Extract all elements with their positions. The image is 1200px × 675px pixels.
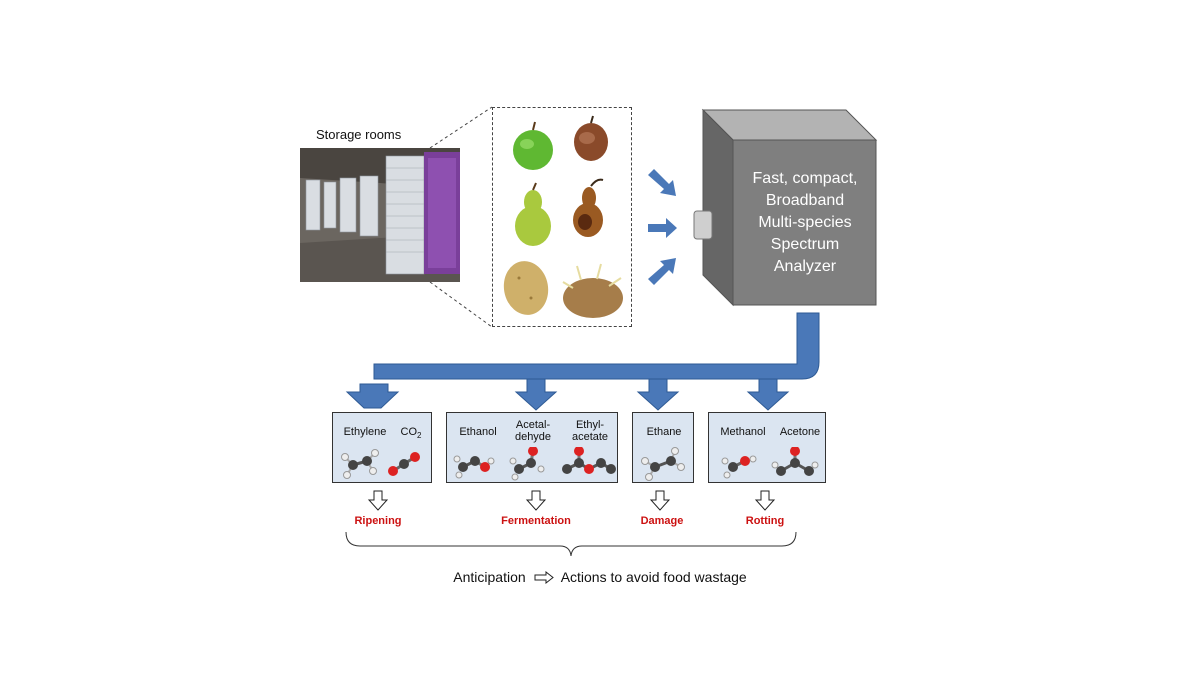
process-label-damage: Damage bbox=[622, 515, 702, 527]
gas-label-co2: CO2 bbox=[395, 426, 427, 442]
zoom-line-bottom bbox=[430, 282, 492, 327]
acetone-molecule-icon bbox=[772, 447, 818, 476]
produce-samples-box bbox=[492, 107, 632, 327]
analyzer-line: Fast, compact, bbox=[736, 168, 874, 190]
gas-label-methanol: Methanol bbox=[712, 426, 774, 438]
molecule-models bbox=[709, 447, 825, 481]
co2-molecule-icon bbox=[388, 452, 420, 476]
rotten-apple-icon bbox=[574, 116, 608, 161]
analyzer-line: Broadband bbox=[736, 190, 874, 212]
analyzer-line: Multi-species bbox=[736, 212, 874, 234]
zoom-line-top bbox=[430, 107, 492, 148]
arrow-right bbox=[648, 218, 677, 238]
fresh-apple-icon bbox=[513, 122, 553, 170]
down-arrow-rotting bbox=[756, 491, 774, 510]
molecule-models bbox=[447, 447, 617, 481]
analyzer-label: Fast, compact, Broadband Multi-species S… bbox=[736, 168, 874, 278]
ethane-molecule-icon bbox=[642, 448, 685, 481]
ethylene-molecule-icon bbox=[342, 450, 379, 479]
process-label-rotting: Rotting bbox=[725, 515, 805, 527]
fresh-potato-icon bbox=[500, 258, 553, 319]
analyzer-line: Analyzer bbox=[736, 256, 874, 278]
fresh-pear-icon bbox=[515, 183, 551, 246]
methanol-molecule-icon bbox=[722, 456, 756, 478]
down-arrow-ripening bbox=[369, 491, 387, 510]
process-label-ripening: Ripening bbox=[338, 515, 418, 527]
actions-text: Actions to avoid food wastage bbox=[561, 569, 747, 585]
process-arrows bbox=[369, 491, 774, 510]
conclusion-line: Anticipation Actions to avoid food wasta… bbox=[400, 569, 800, 585]
gas-label-acetaldehyde: Acetal-dehyde bbox=[507, 419, 559, 443]
gas-label-ethylacetate: Ethyl-acetate bbox=[563, 419, 617, 443]
acetaldehyde-molecule-icon bbox=[510, 447, 544, 480]
gas-label-ethanol: Ethanol bbox=[451, 426, 505, 438]
arrow-down-right bbox=[648, 169, 676, 196]
storage-room-photo bbox=[300, 148, 460, 282]
gas-group-damage: Ethane bbox=[632, 412, 694, 483]
gas-label-ethane: Ethane bbox=[635, 426, 693, 438]
sprouted-potato-icon bbox=[563, 264, 623, 318]
arrow-up-right bbox=[648, 258, 676, 285]
ethanol-molecule-icon bbox=[454, 456, 494, 478]
gas-label-ethylene: Ethylene bbox=[337, 426, 393, 438]
gas-group-ripening: Ethylene CO2 bbox=[332, 412, 432, 483]
molecule-models bbox=[633, 447, 693, 481]
grouping-brace bbox=[346, 532, 796, 556]
anticipation-text: Anticipation bbox=[453, 569, 525, 585]
down-arrow-damage bbox=[651, 491, 669, 510]
gas-group-fermentation: Ethanol Acetal-dehyde Ethyl-acetate bbox=[446, 412, 618, 483]
process-label-fermentation: Fermentation bbox=[486, 515, 586, 527]
ethylacetate-molecule-icon bbox=[562, 447, 616, 474]
molecule-models bbox=[333, 447, 431, 481]
rotten-pear-icon bbox=[573, 180, 603, 237]
input-arrows bbox=[648, 169, 677, 285]
analyzer-inlet bbox=[694, 211, 712, 239]
storage-rooms-label: Storage rooms bbox=[316, 127, 401, 142]
gas-group-rotting: Methanol Acetone bbox=[708, 412, 826, 483]
right-arrow-icon bbox=[534, 571, 554, 584]
analyzer-line: Spectrum bbox=[736, 234, 874, 256]
gas-label-acetone: Acetone bbox=[775, 426, 825, 438]
down-arrow-fermentation bbox=[527, 491, 545, 510]
